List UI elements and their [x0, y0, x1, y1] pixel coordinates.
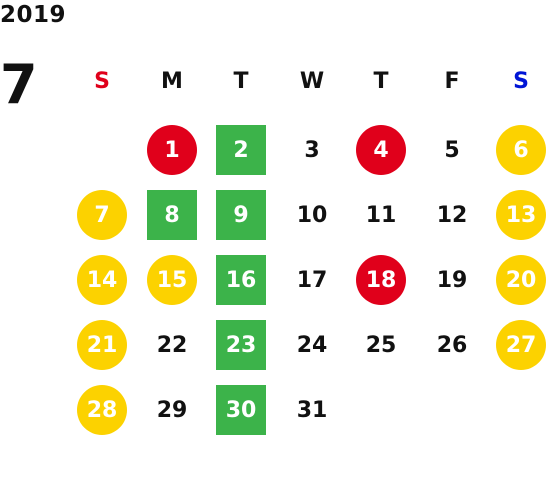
day-18: 18 [356, 255, 406, 305]
weekday-wed: W [299, 68, 325, 94]
day-28: 28 [77, 385, 127, 435]
day-27: 27 [496, 320, 546, 370]
day-2: 2 [216, 125, 266, 175]
day-9: 9 [216, 190, 266, 240]
day-13: 13 [496, 190, 546, 240]
day-16: 16 [216, 255, 266, 305]
day-23: 23 [216, 320, 266, 370]
day-30: 30 [216, 385, 266, 435]
day-3: 3 [304, 137, 320, 163]
weekday-fri: F [444, 68, 460, 94]
weekday-sat: S [513, 68, 529, 94]
day-22: 22 [156, 332, 188, 358]
day-10: 10 [296, 202, 328, 228]
day-24: 24 [296, 332, 328, 358]
day-6: 6 [496, 125, 546, 175]
day-21: 21 [77, 320, 127, 370]
day-14: 14 [77, 255, 127, 305]
day-29: 29 [156, 397, 188, 423]
day-31: 31 [296, 397, 328, 423]
day-5: 5 [444, 137, 460, 163]
day-8: 8 [147, 190, 197, 240]
day-7: 7 [77, 190, 127, 240]
weekday-sun: S [94, 68, 110, 94]
weekday-thu: T [373, 68, 389, 94]
day-26: 26 [436, 332, 468, 358]
weekday-tue: T [233, 68, 249, 94]
day-19: 19 [436, 267, 468, 293]
year-label: 2019 [0, 2, 67, 28]
weekday-mon: M [161, 68, 183, 94]
day-25: 25 [365, 332, 397, 358]
day-4: 4 [356, 125, 406, 175]
day-20: 20 [496, 255, 546, 305]
day-1: 1 [147, 125, 197, 175]
day-17: 17 [296, 267, 328, 293]
month-number: 7 [0, 53, 38, 116]
day-15: 15 [147, 255, 197, 305]
day-11: 11 [365, 202, 397, 228]
day-12: 12 [436, 202, 468, 228]
